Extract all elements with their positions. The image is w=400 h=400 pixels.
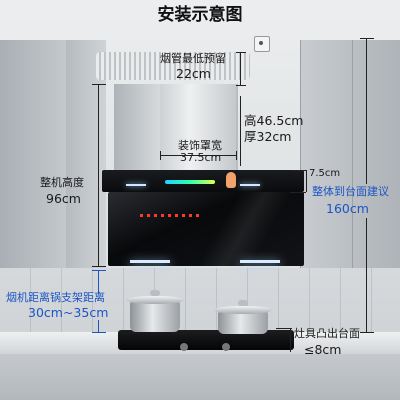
pipe-reserve-line-bottom [236, 85, 246, 86]
hood-depth-line-bottom [290, 192, 306, 193]
pot-left-knob [150, 290, 160, 296]
pot-right [218, 312, 268, 334]
cover-width-value: 37.5cm [180, 151, 222, 164]
gas-stove [118, 330, 294, 350]
machine-height-line [98, 84, 99, 266]
pipe-reserve-line [240, 52, 241, 86]
pot-right-knob [238, 300, 248, 306]
height-label: 高46.5cm [244, 113, 304, 128]
machine-height-tick-top [92, 84, 106, 85]
counter-suggest-line-upper [366, 38, 367, 184]
hood-control-lights [140, 214, 200, 217]
stove-protrude-line [290, 328, 291, 352]
diagram-title: 安装示意图 [157, 5, 243, 25]
cover-width-label: 装饰罩宽 [178, 139, 222, 152]
hood-top-glow-right [240, 184, 260, 186]
counter-suggest-tick-top [360, 38, 374, 39]
lower-cabinet [0, 354, 400, 400]
hood-led-strip [165, 180, 215, 184]
pipe-reserve-value: 22cm [176, 66, 211, 81]
pot-distance-label: 烟机距离锅支架距离 [6, 291, 105, 304]
cover-width-line [160, 155, 236, 156]
counter-suggest-tick-bottom [360, 332, 374, 333]
machine-height-tick-bottom [92, 266, 106, 267]
stove-knob-left [180, 343, 188, 351]
hood-bottom-light-left [130, 260, 170, 263]
pot-distance-tick-top [92, 270, 106, 271]
height-dimension-line [240, 96, 241, 166]
chimney-cover-front [160, 84, 236, 172]
cover-width-tick-right [236, 151, 237, 160]
counter-suggest-label: 整体到台面建议 [312, 185, 389, 198]
pot-distance-value: 30cm~35cm [28, 305, 109, 320]
pipe-reserve-label: 烟管最低预留 [160, 52, 226, 65]
hood-depth-line-top [290, 170, 306, 171]
stove-protrude-label: 灶具凸出台面 [294, 327, 360, 340]
stove-protrude-line-top [276, 328, 292, 329]
pot-distance-tick-bottom [92, 332, 106, 333]
stove-knob-right [222, 343, 230, 351]
hood-depth-line [306, 170, 307, 192]
pot-left [130, 302, 180, 332]
pot-right-lid [214, 306, 272, 314]
stove-protrude-value: ≤8cm [304, 342, 342, 357]
counter-suggest-line-lower [366, 218, 367, 332]
hood-bottom-light-right [240, 260, 280, 263]
hood-glass-reflection [200, 192, 290, 266]
pot-distance-line [98, 270, 99, 294]
tile-wall [0, 268, 400, 338]
exhaust-pipe [96, 52, 250, 80]
hood-depth-value: 7.5cm [309, 168, 341, 179]
machine-height-value: 96cm [46, 191, 81, 206]
counter-suggest-value: 160cm [326, 201, 369, 216]
thickness-label: 厚32cm [244, 129, 292, 144]
hood-glass-body [108, 192, 304, 266]
pot-left-lid [126, 296, 184, 304]
hand-gesture-icon [226, 172, 236, 188]
hood-top-glow-left [126, 184, 146, 186]
pot-distance-line-lower [98, 320, 99, 332]
upper-cabinet-right [300, 40, 400, 270]
upper-cabinet-left [0, 40, 67, 270]
outlet-hole [259, 41, 263, 45]
upper-cabinet-right-divider [352, 40, 353, 270]
machine-height-label: 整机高度 [40, 176, 84, 189]
pipe-reserve-line-top [236, 52, 246, 53]
cover-width-tick-left [160, 151, 161, 160]
